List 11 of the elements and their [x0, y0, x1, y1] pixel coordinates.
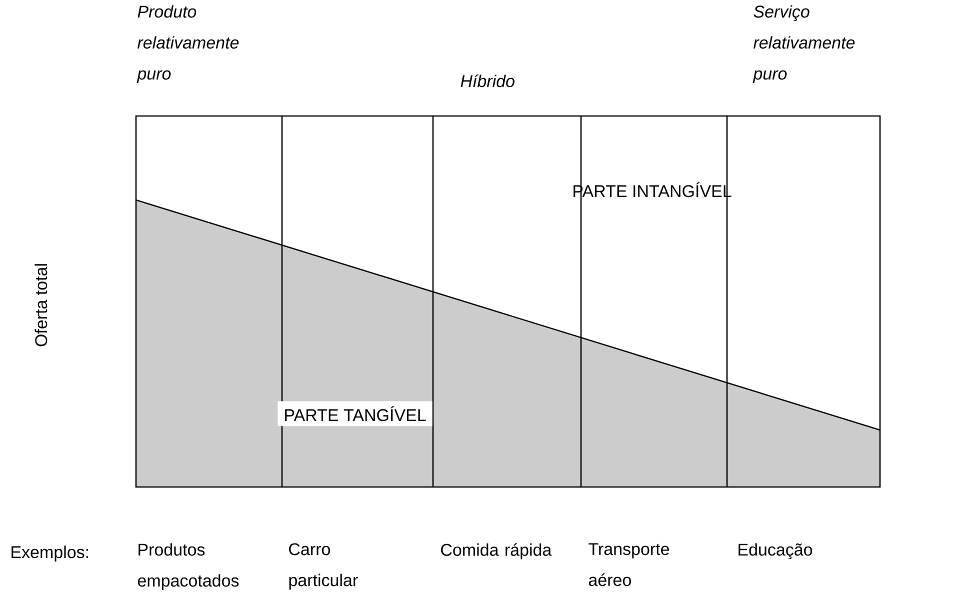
example-label: Comida rápida	[441, 543, 552, 560]
example-label: Produtos empacotados	[138, 543, 239, 590]
category-label: Produto relativamente puro	[136, 5, 239, 84]
category-label: Híbrido	[460, 74, 514, 88]
area-label: PARTE TANGÍVEL	[278, 401, 432, 426]
example-label: Carro particular	[289, 543, 358, 590]
row-label: Exemplos:	[12, 546, 88, 562]
axis-label: Oferta total	[34, 264, 48, 346]
example-label: Educação	[738, 543, 812, 560]
example-label: Transporte aéreo	[588, 543, 670, 586]
category-label: Serviço relativamente puro	[752, 5, 855, 84]
